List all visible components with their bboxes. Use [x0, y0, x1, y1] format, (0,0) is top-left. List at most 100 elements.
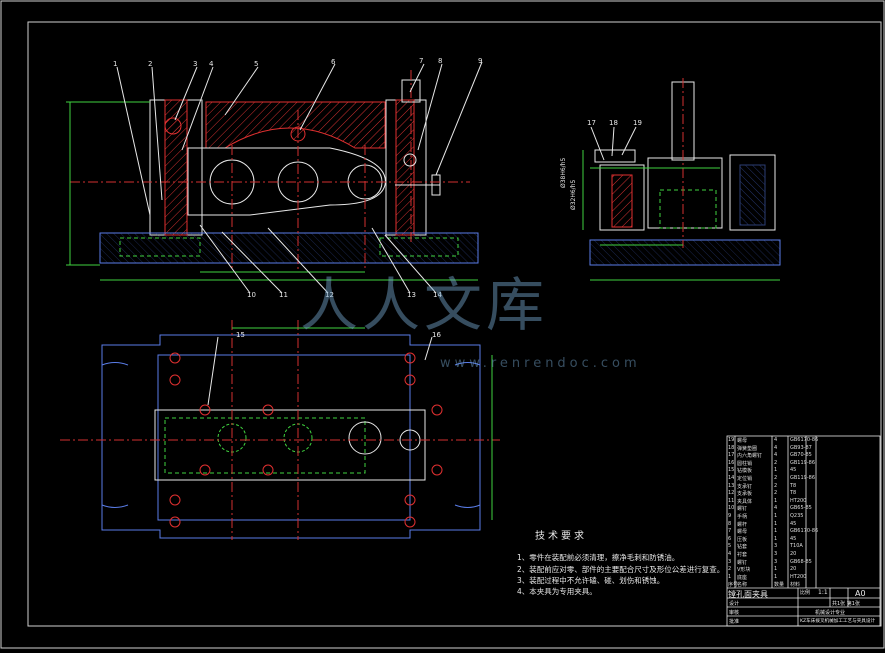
bom-cell: 11: [728, 497, 735, 504]
bom-cell: T10A: [790, 543, 803, 550]
bom-cell: GB70-85: [790, 452, 812, 459]
part-number-label: 3: [193, 60, 198, 68]
bom-cell: 1: [774, 513, 778, 519]
bom-cell: 钻套: [737, 544, 748, 551]
tech-requirement-item: 1、零件在装配前必须清理，擦净毛刺和防锈油。: [517, 553, 680, 562]
bom-cell: 2: [774, 475, 778, 481]
part-number-label: 7: [419, 57, 424, 65]
bom-cell: HT200: [790, 573, 807, 580]
designer-label: 设计: [729, 601, 740, 607]
side-dia-label-1: Ø38H6/h5: [560, 157, 567, 188]
tech-requirement-item: 3、装配过程中不允许磕、碰、划伤和锈蚀。: [517, 576, 665, 585]
bom-cell: 18: [728, 444, 735, 451]
school-name: 机械设计专业: [815, 610, 846, 616]
bom-header-cell: 材料: [790, 582, 801, 589]
bom-cell: 手柄: [737, 514, 748, 520]
bom-cell: 夹具体: [737, 498, 753, 505]
bom-cell: 12: [728, 490, 735, 497]
bom-cell: 3: [774, 543, 778, 550]
bom-cell: T8: [790, 482, 797, 489]
bom-cell: 4: [774, 437, 778, 443]
bom-cell: GB119-86: [790, 475, 816, 481]
watermark-url: www.renrendoc.com: [440, 356, 641, 371]
drawing-name: 镗孔面夹具: [728, 590, 768, 599]
bom-cell: 2: [774, 482, 778, 489]
bom-header-cell: 序号: [728, 582, 739, 589]
bom-cell: 螺母: [737, 438, 748, 444]
bom-cell: GB93-87: [790, 444, 812, 451]
bom-cell: 1: [774, 528, 778, 535]
bom-cell: 支承板: [737, 491, 753, 498]
bom-cell: 1: [774, 520, 778, 527]
bom-cell: 1: [774, 497, 778, 504]
part-number-label: 11: [279, 291, 288, 299]
bom-cell: GB68-85: [790, 558, 812, 565]
bom-cell: 1: [774, 573, 778, 580]
bom-cell: 2: [774, 459, 778, 466]
bom-cell: 17: [728, 452, 735, 459]
inner-frame: [27, 21, 882, 627]
bom-cell: 20: [790, 551, 797, 557]
bom-cell: 10: [728, 505, 735, 512]
bom-cell: 45: [790, 467, 797, 474]
bom-cell: T8: [790, 490, 797, 497]
bom-cell: 衬套: [737, 552, 748, 558]
part-number-label: 8: [438, 57, 443, 65]
bom-cell: GB6170-86: [790, 528, 819, 535]
part-number-label: 10: [247, 291, 256, 299]
part-number-label: 12: [325, 291, 334, 299]
bom-cell: 支承钉: [737, 483, 753, 490]
bom-cell: 6: [728, 535, 732, 542]
bom-cell: 45: [790, 520, 797, 527]
side-dia-label-2: Ø32H6/h5: [570, 179, 577, 210]
bom-cell: GB65-85: [790, 505, 812, 512]
part-number-label: 16: [432, 331, 441, 339]
front-view: [66, 61, 483, 294]
bom-cell: 螺钉: [737, 506, 748, 513]
bom-cell: 19: [728, 437, 735, 443]
bom-cell: 45: [790, 535, 797, 542]
watermark-text: 人人文库: [300, 271, 549, 339]
bom-cell: 弹簧垫圈: [737, 445, 758, 452]
bom-cell: 螺杆: [737, 521, 748, 528]
part-number-label: 1: [113, 60, 118, 68]
bom-cell: 1: [728, 573, 732, 580]
bom-cell: 压板: [737, 536, 748, 543]
project-name: KZ车床拨叉机械加工工艺与夹具设计: [800, 619, 876, 624]
bom-header-cell: 数量: [774, 582, 785, 589]
bom-cell: 2: [728, 566, 732, 573]
bom-cell: 螺钉: [737, 559, 748, 566]
bom-cell: GB6170-86: [790, 437, 819, 443]
bom-cell: 1: [774, 535, 778, 542]
bom-cell: 3: [774, 551, 778, 557]
bom-cell: 定位销: [737, 476, 753, 482]
checker-label: 审核: [729, 610, 740, 616]
part-number-label: 19: [633, 119, 642, 127]
top-view: [60, 320, 500, 540]
bom-cell: 2: [774, 490, 778, 497]
bom-cell: 14: [728, 475, 735, 481]
part-number-label: 14: [433, 291, 442, 299]
part-number-label: 4: [209, 60, 214, 68]
part-number-label: 15: [236, 331, 245, 339]
bom-table-lines: [726, 435, 881, 627]
bom-cell: V形块: [737, 567, 751, 574]
bom-cell: 7: [728, 528, 732, 535]
bom-header-cell: 名称: [737, 582, 748, 589]
tech-requirement-item: 2、装配前应对零、部件的主要配合尺寸及形位公差进行复查。: [517, 565, 725, 574]
bom-cell: 3: [774, 558, 778, 565]
bom-cell: 5: [728, 543, 732, 550]
bom-cell: 螺母: [737, 529, 748, 536]
bom-cell: 钻模板: [737, 468, 753, 475]
bom-cell: 内六角螺钉: [737, 453, 763, 460]
bom-cell: 9: [728, 513, 732, 519]
bom-cell: 13: [728, 482, 735, 489]
bom-cell: 16: [728, 459, 735, 466]
sheet-size: A0: [855, 589, 866, 598]
tech-requirements-title: 技术要求: [535, 531, 587, 542]
bom-cell: 4: [774, 505, 778, 512]
part-number-label: 6: [331, 58, 336, 66]
